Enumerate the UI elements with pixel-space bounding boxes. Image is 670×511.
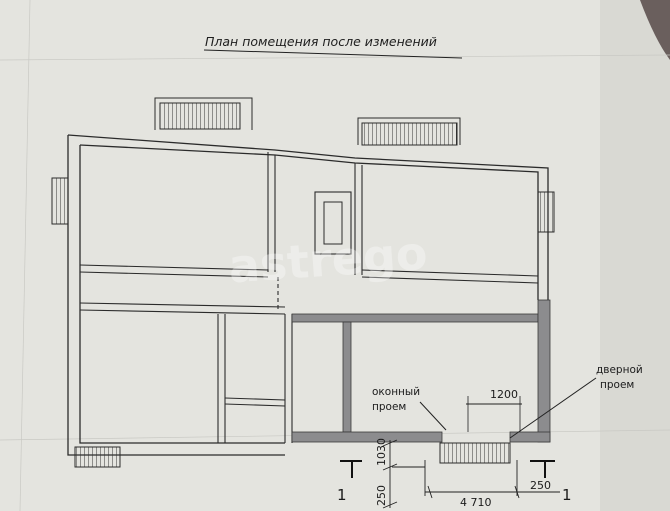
window-opening-label-line1: оконный	[372, 386, 420, 398]
vent-shaft-inner	[323, 201, 343, 245]
door-opening-label-line1: дверной	[596, 364, 643, 376]
dimension-1030: 1030	[375, 438, 388, 466]
window-frames	[154, 97, 461, 145]
door-opening-leader	[509, 377, 597, 439]
horizontal-dimension-lines	[424, 460, 560, 499]
section-line	[340, 460, 555, 478]
vertical-dimension-lines	[382, 439, 425, 509]
interior-walls	[79, 152, 539, 443]
section-mark-left: 1	[337, 486, 347, 504]
dimension-250-right: 250	[530, 479, 551, 492]
window-opening-label-line2: проем	[372, 401, 406, 413]
windows	[51, 102, 555, 468]
dimension-4710: 4 710	[460, 496, 492, 509]
dimension-250-left: 250	[375, 485, 388, 506]
plan-title: План помещения после изменений	[205, 34, 437, 49]
vent-shaft-outer	[314, 191, 352, 255]
title-underline	[203, 49, 463, 59]
section-mark-right: 1	[562, 486, 572, 504]
door-opening-label-line2: проем	[600, 379, 634, 391]
dimension-1200: 1200	[490, 388, 518, 401]
window-opening-leader	[419, 401, 447, 431]
finger-shadow	[640, 0, 670, 60]
new-partition-walls	[291, 299, 551, 443]
paper-shadow	[600, 0, 670, 511]
